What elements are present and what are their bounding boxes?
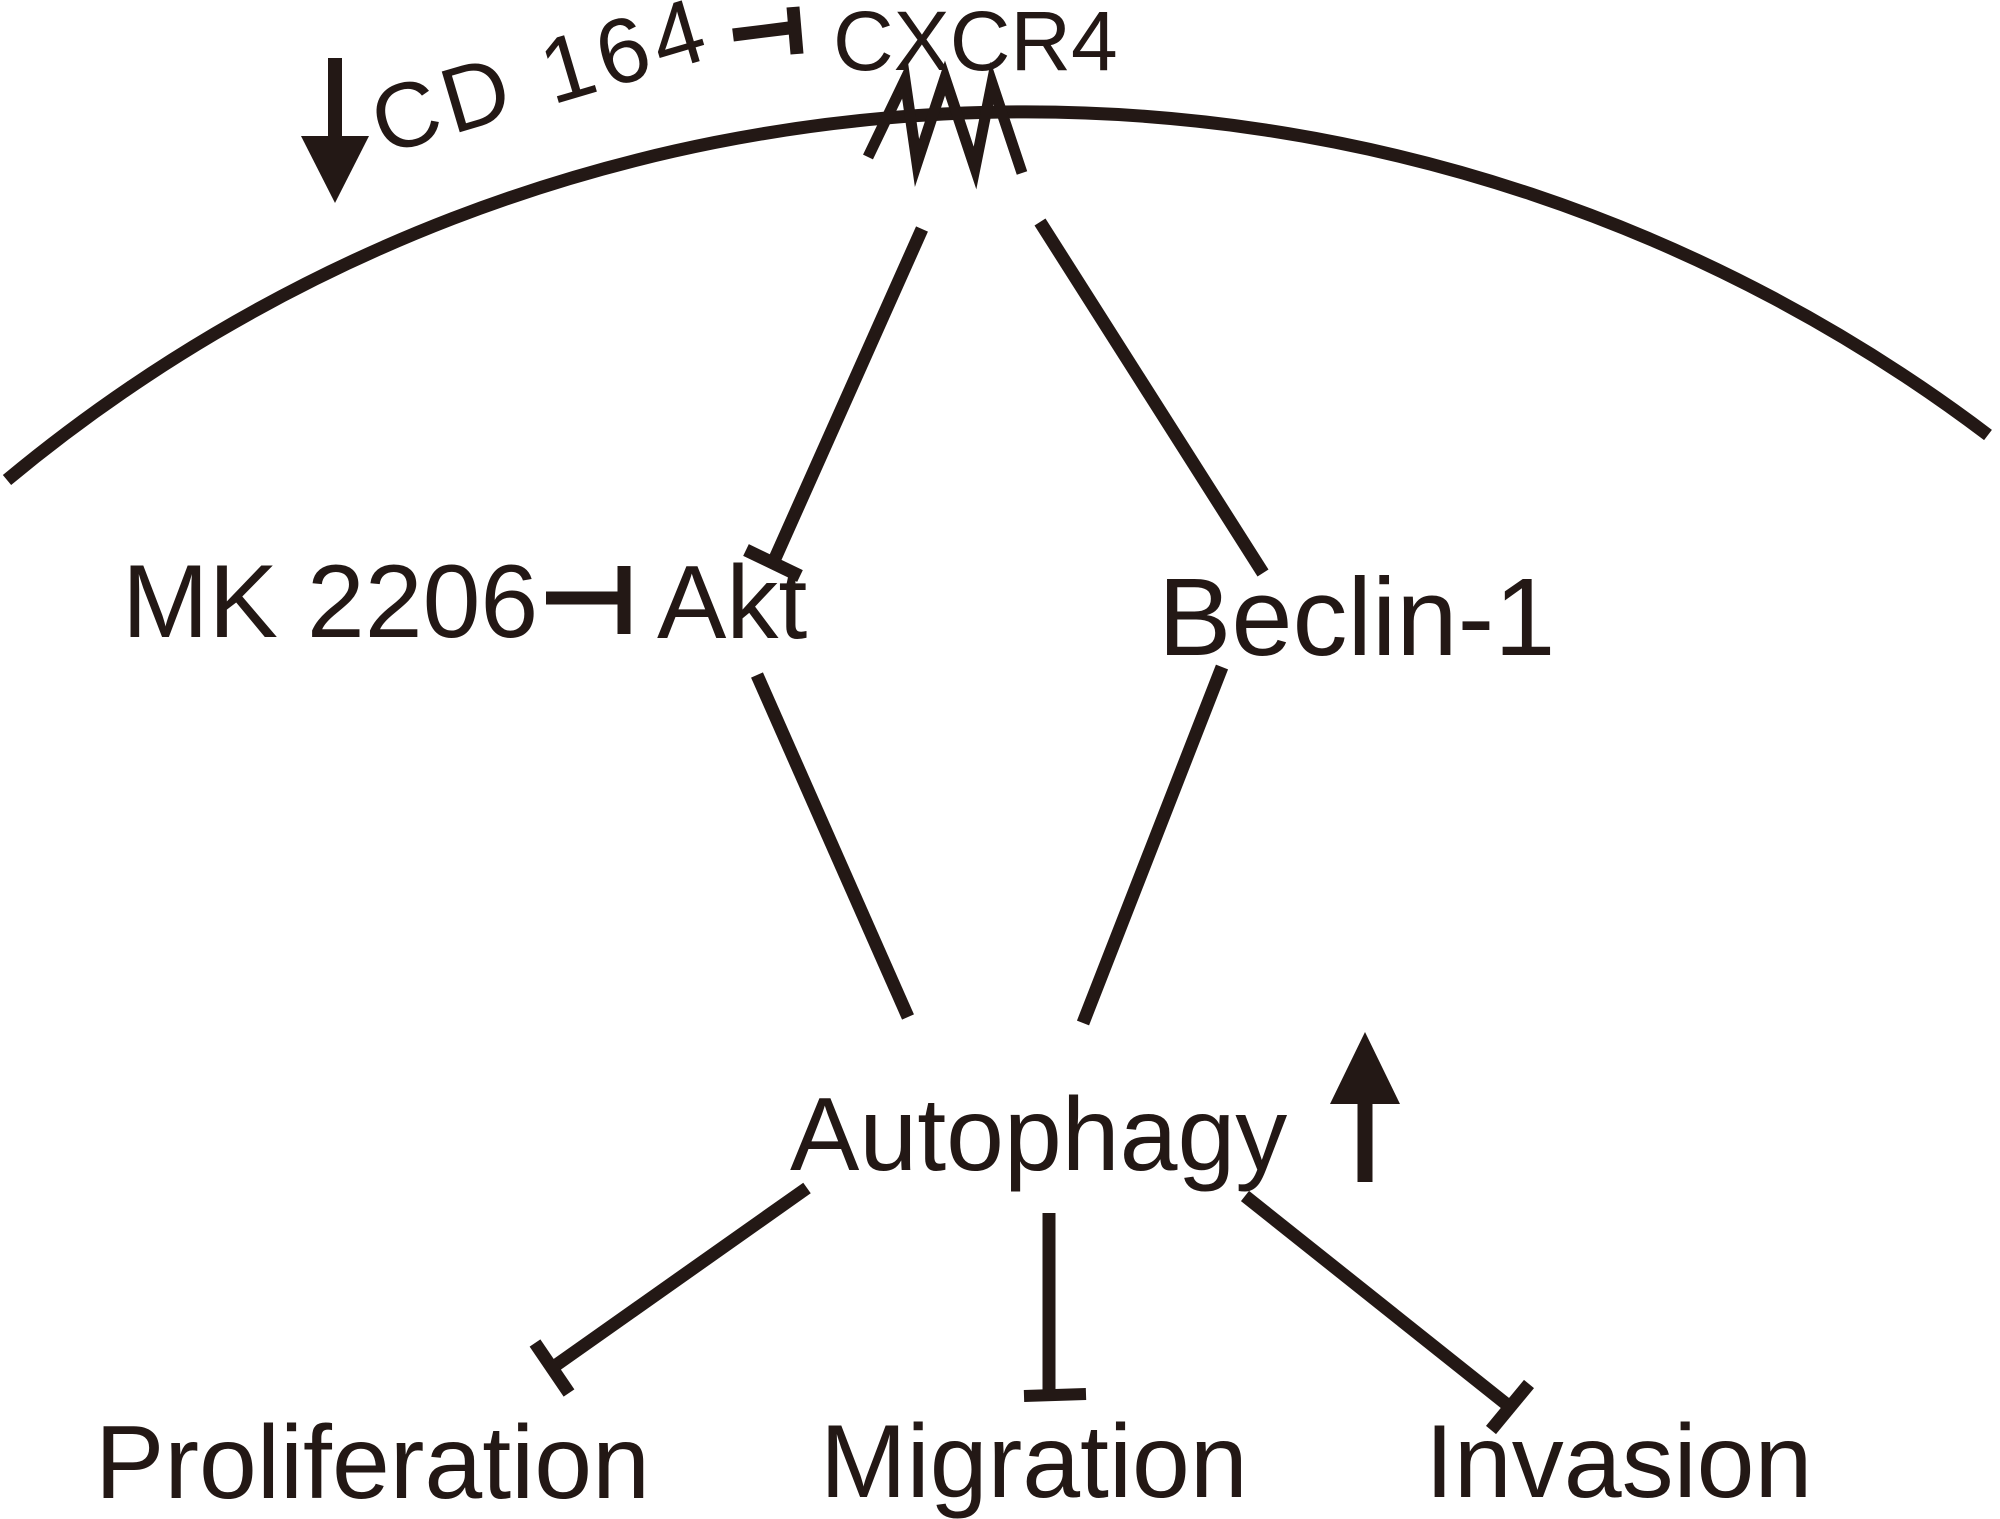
inhibition-line xyxy=(767,226,928,566)
proliferation-label: Proliferation xyxy=(95,1405,650,1519)
inhibition-tee-bar xyxy=(743,544,803,582)
down-arrow-icon xyxy=(301,58,369,203)
edge-cxcr4-inhibits-akt xyxy=(743,226,928,582)
edge-autophagy-inhibits-proliferation xyxy=(529,1182,811,1397)
migration-label: Migration xyxy=(820,1404,1248,1519)
cxcr4-transmembrane-zigzag-icon xyxy=(863,60,1028,190)
down-arrow-head xyxy=(301,136,369,203)
edge-akt-to-autophagy xyxy=(751,672,914,1020)
edge-mk2206-inhibits-akt xyxy=(546,566,631,634)
inhibition-tee-bar xyxy=(1023,1388,1087,1402)
cxcr4-label: CXCR4 xyxy=(833,0,1118,88)
edge-cxcr4-to-beclin1 xyxy=(1034,218,1269,577)
akt-label: Akt xyxy=(657,545,807,661)
cell-membrane-arc xyxy=(2,105,1992,486)
beclin1-label: Beclin-1 xyxy=(1158,556,1555,679)
edge-autophagy-inhibits-migration xyxy=(1023,1213,1087,1402)
edge-autophagy-inhibits-invasion xyxy=(1240,1190,1535,1435)
inhibition-line xyxy=(1240,1190,1515,1413)
up-arrow-head xyxy=(1330,1032,1400,1104)
edge-cd164-inhibits-cxcr4 xyxy=(732,6,804,55)
inhibition-tee-bar xyxy=(1485,1379,1535,1435)
edge-beclin1-to-autophagy xyxy=(1076,664,1229,1026)
inhibition-line xyxy=(732,21,790,42)
autophagy-label: Autophagy xyxy=(790,1077,1287,1193)
invasion-label: Invasion xyxy=(1425,1404,1812,1519)
inhibition-line xyxy=(548,1182,811,1374)
inhibition-tee-bar xyxy=(786,6,804,55)
inhibition-tee-bar xyxy=(529,1339,575,1397)
up-arrow-icon xyxy=(1330,1032,1400,1182)
mk2206-label: MK 2206 xyxy=(122,544,538,660)
